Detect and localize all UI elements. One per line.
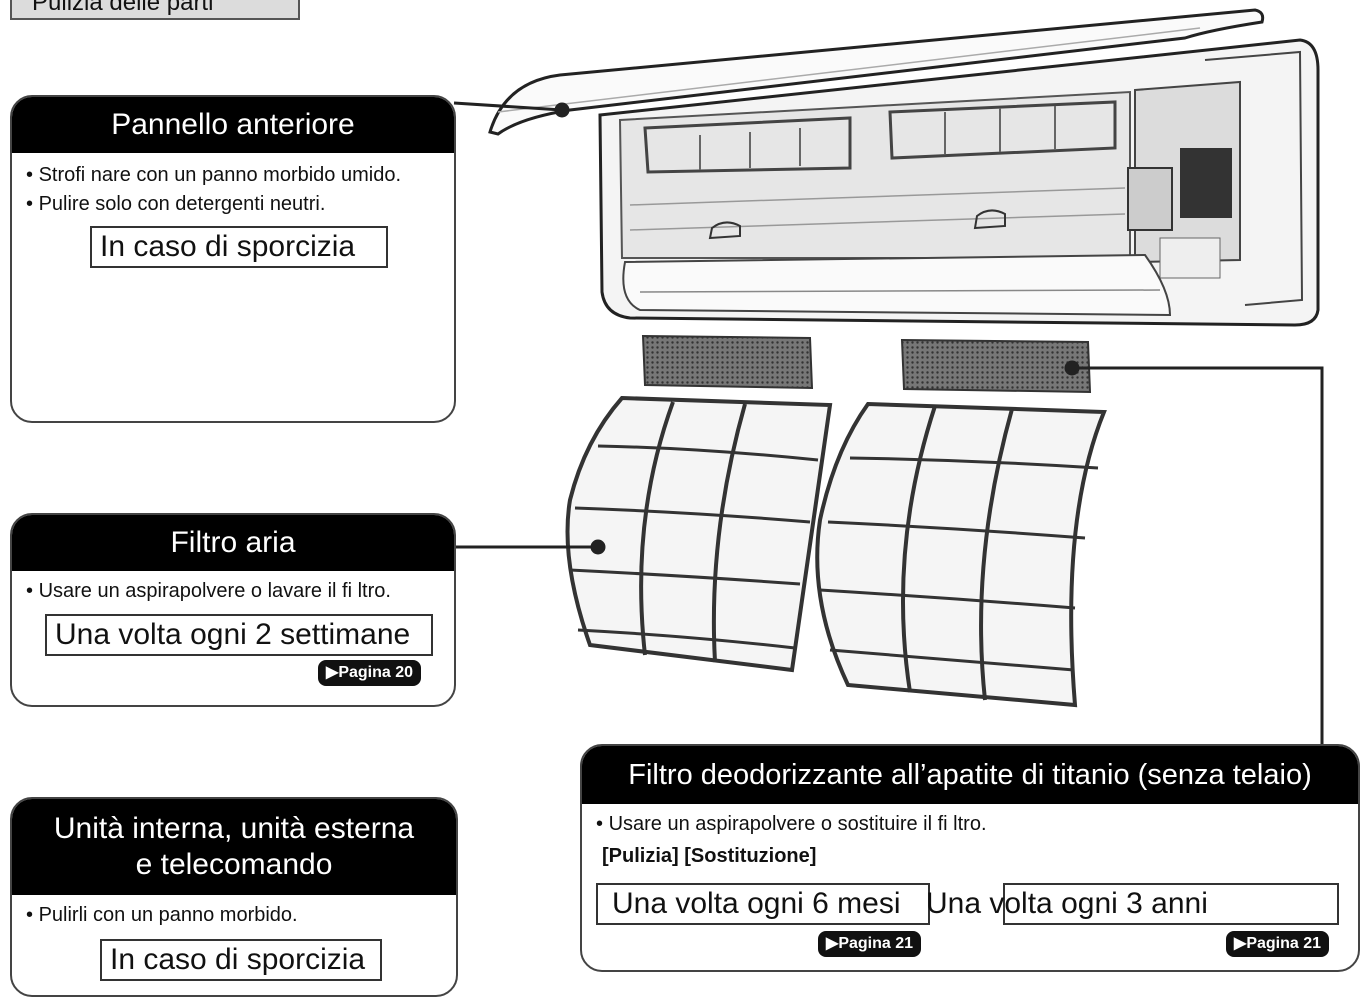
air-filter-title: Filtro aria — [12, 515, 454, 571]
air-filter-left — [565, 395, 833, 673]
front-panel-bullet-2: • Pulire solo con detergenti neutri. — [26, 193, 326, 215]
deodorizing-clean-frequency: Una volta ogni 6 mesi — [596, 883, 930, 925]
leader-lines — [453, 101, 1324, 745]
indoor-unit-bullet-1: • Pulirli con un panno morbido. — [26, 904, 298, 926]
clean-replace-labels: [Pulizia] [Sostituzione] — [602, 845, 817, 867]
front-panel-bullet-1: • Strofi nare con un panno morbido umido… — [26, 164, 402, 186]
section-tab: Pulizia delle parti — [10, 0, 300, 20]
deodorizing-page-ref-1[interactable]: ▶Pagina 21 — [818, 931, 922, 957]
deodorizing-filters — [641, 334, 1092, 394]
front-panel-dirty-label: In caso di sporcizia — [90, 226, 388, 268]
deodorizing-filter-title: Filtro deodorizzante all’apatite di tita… — [582, 746, 1358, 804]
deodorizing-replace-text: Una volta ogni 3 anni — [926, 887, 1208, 920]
indoor-unit-title: Unità interna, unità esterna e telecoman… — [12, 799, 456, 895]
deodorizing-replace-frequency — [1003, 883, 1339, 925]
deodorizing-filter-bullet-1: • Usare un aspirapolvere o sostituire il… — [596, 813, 987, 835]
indoor-unit-dirty-label: In caso di sporcizia — [100, 939, 382, 981]
front-panel-title: Pannello anteriore — [12, 97, 454, 153]
air-filter-page-ref[interactable]: ▶Pagina 20 — [318, 660, 422, 686]
front-panel-lid — [488, 8, 1265, 136]
air-filter-frequency-label: Una volta ogni 2 settimane — [45, 614, 433, 656]
air-filter-bullet-1: • Usare un aspirapolvere o lavare il fi … — [26, 580, 391, 602]
air-filter-right — [815, 401, 1107, 708]
indoor-unit-body — [598, 38, 1320, 327]
deodorizing-page-ref-2[interactable]: ▶Pagina 21 — [1226, 931, 1330, 957]
